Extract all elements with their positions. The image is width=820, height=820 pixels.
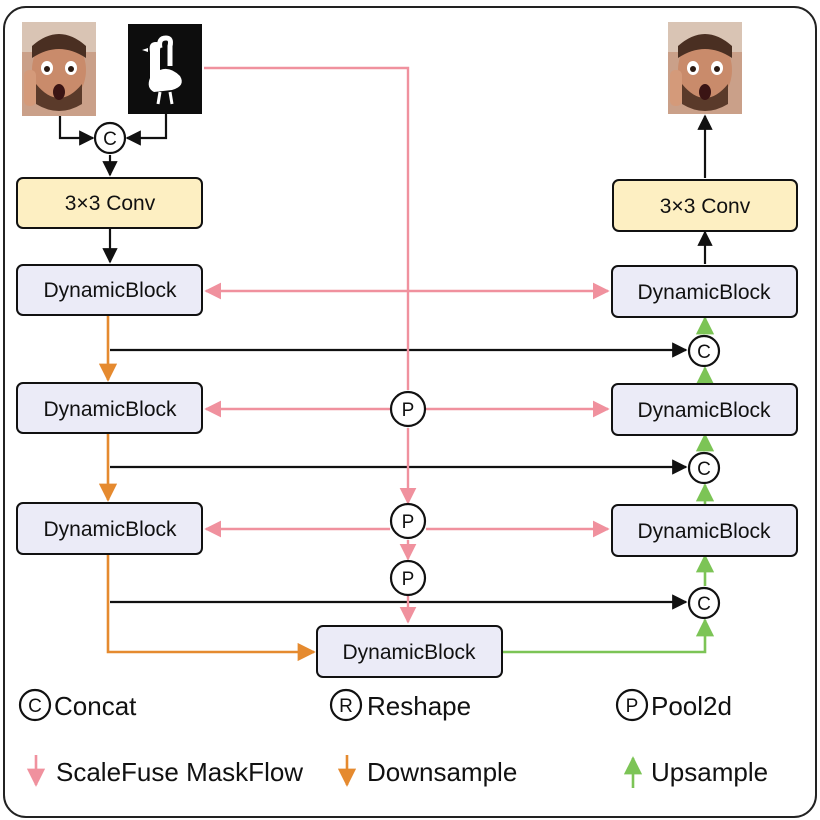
svg-text:P: P [402,400,415,421]
decoder-block-2: DynamicBlock [611,383,798,436]
encoder-block-3: DynamicBlock [16,502,203,555]
concat-symbol-input: C [93,121,127,155]
legend: C Concat R Reshape P Pool2d ScaleFuse Ma… [18,688,768,788]
svg-text:ScaleFuse MaskFlow: ScaleFuse MaskFlow [56,757,303,787]
svg-text:C: C [697,594,711,615]
input-face-photo [22,22,96,116]
svg-text:DynamicBlock: DynamicBlock [637,281,771,304]
svg-text:Reshape: Reshape [367,691,471,721]
svg-text:DynamicBlock: DynamicBlock [43,279,177,302]
maskflow-path [204,66,610,624]
bottleneck-block: DynamicBlock [316,625,503,678]
svg-text:DynamicBlock: DynamicBlock [637,399,771,422]
decoder-block-3: DynamicBlock [611,504,798,557]
svg-text:DynamicBlock: DynamicBlock [43,518,177,541]
decoder-block-1: DynamicBlock [611,265,798,318]
svg-text:R: R [339,696,353,717]
legend-pool: P Pool2d [615,688,732,722]
svg-text:DynamicBlock: DynamicBlock [43,398,177,421]
input-connectors [58,114,168,264]
legend-maskflow: ScaleFuse MaskFlow [26,755,303,787]
svg-text:P: P [402,569,415,590]
conv-block-output: 3×3 Conv [612,179,798,232]
encoder-block-1: DynamicBlock [16,264,203,316]
legend-downsample: Downsample [337,755,517,787]
svg-text:C: C [697,342,711,363]
output-face-photo [668,22,742,114]
svg-text:DynamicBlock: DynamicBlock [637,520,771,543]
svg-text:3×3 Conv: 3×3 Conv [660,195,751,218]
concat-symbol-2: C [687,451,721,485]
svg-text:Concat: Concat [54,691,137,721]
svg-text:C: C [697,459,711,480]
upsample-path [502,316,715,654]
svg-text:Pool2d: Pool2d [651,691,732,721]
svg-text:DynamicBlock: DynamicBlock [342,641,476,664]
legend-upsample: Upsample [623,756,768,788]
legend-reshape: R Reshape [329,688,471,722]
conv-block-input: 3×3 Conv [16,177,203,229]
svg-text:3×3 Conv: 3×3 Conv [65,192,156,215]
input-goose-mask [128,24,202,114]
svg-text:P: P [626,696,639,717]
svg-text:P: P [402,512,415,533]
skip-connections [110,342,688,610]
legend-concat: C Concat [18,688,137,722]
pool-symbol-1: P [389,390,427,428]
concat-symbol-3: C [687,586,721,620]
downsample-path [98,315,316,662]
encoder-block-2: DynamicBlock [16,382,203,434]
concat-symbol-1: C [687,334,721,368]
svg-text:Downsample: Downsample [367,757,517,787]
svg-text:Upsample: Upsample [651,757,768,787]
svg-text:C: C [28,696,42,717]
svg-text:C: C [103,129,117,150]
pool-symbol-2: P [389,502,427,540]
pool-symbol-3: P [389,559,427,597]
